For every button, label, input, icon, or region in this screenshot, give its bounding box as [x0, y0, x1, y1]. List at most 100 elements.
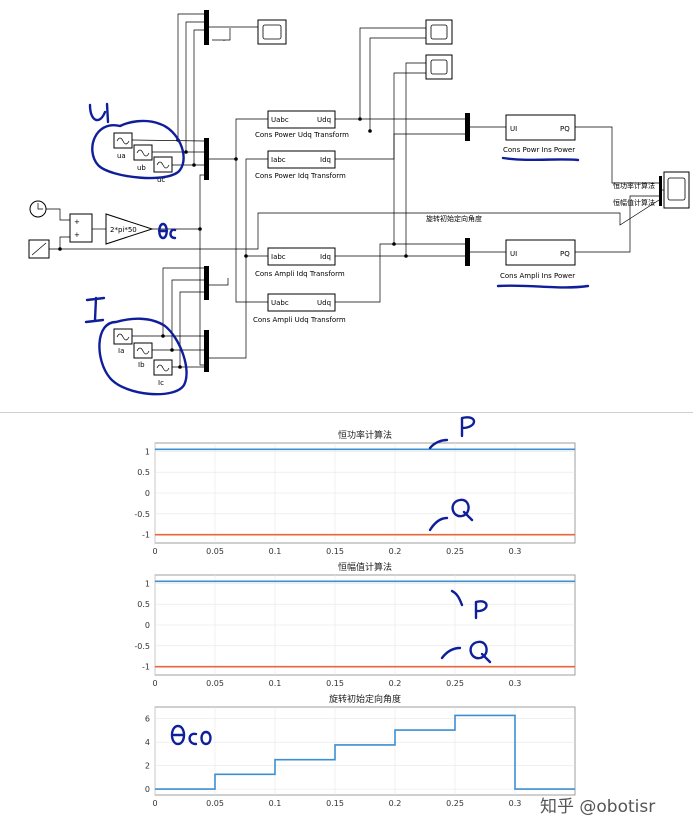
mux-top[interactable] [204, 10, 209, 45]
ink-underline-2 [496, 284, 590, 289]
ink-letter-i [84, 296, 106, 324]
mux-out[interactable] [659, 176, 662, 206]
port-out: Udq [317, 116, 331, 124]
mux-u[interactable] [204, 138, 209, 180]
x-tick-label: 0.1 [269, 679, 282, 688]
port-out: PQ [560, 250, 570, 258]
x-tick-label: 0.1 [269, 799, 282, 808]
y-tick-label: 4 [145, 738, 150, 747]
x-tick-label: 0.2 [389, 799, 402, 808]
y-tick-label: 0.5 [137, 468, 150, 477]
gain-label: 2*pi*50 [110, 226, 137, 234]
block-name: Cons Power Idq Transform [255, 172, 346, 180]
x-tick-label: 0.15 [326, 799, 344, 808]
block-name: Cons Ampli Idq Transform [255, 270, 345, 278]
chart-title: 恒功率计算法 [338, 429, 392, 441]
x-tick-label: 0.25 [446, 547, 464, 556]
signal-label-const-power: 恒功率计算法 [613, 181, 655, 190]
port-in: Iabc [271, 156, 286, 164]
gain-block[interactable]: 2*pi*50 [105, 213, 154, 245]
y-tick-label: 0.5 [137, 600, 150, 609]
chart-title: 旋转初始定向角度 [329, 693, 401, 705]
y-tick-label: -1 [142, 531, 150, 540]
y-tick-label: 6 [145, 715, 150, 724]
ink-letter-u [88, 102, 110, 124]
x-tick-label: 0.3 [509, 679, 522, 688]
port-out: Idq [320, 156, 331, 164]
x-tick-label: 0.1 [269, 547, 282, 556]
source-ua-label: ua [117, 152, 126, 160]
source-ib-label: Ib [138, 361, 145, 369]
x-tick-label: 0.05 [206, 799, 224, 808]
block-name: Cons Powr Ins Power [503, 146, 575, 154]
scope-top[interactable] [257, 19, 287, 45]
block-name: Cons Ampli Udq Transform [253, 316, 346, 324]
mux-ampli[interactable] [465, 238, 470, 266]
watermark: 知乎 @obotisr [540, 797, 656, 817]
simulink-diagram: ua ub uc Ia Ib Ic + + 2*pi [28, 10, 690, 396]
x-tick-label: 0.15 [326, 679, 344, 688]
source-uc-label: uc [157, 176, 165, 184]
port-in: Uabc [271, 299, 289, 307]
port-out: Udq [317, 299, 331, 307]
x-tick-label: 0 [152, 547, 157, 556]
source-ic[interactable]: Ic [153, 359, 173, 387]
block-cons-power-idq[interactable]: Iabc Idq Cons Power Idq Transform [255, 150, 346, 180]
x-tick-label: 0.05 [206, 547, 224, 556]
port-in: Uabc [271, 116, 289, 124]
y-tick-label: 0 [145, 621, 150, 630]
x-tick-label: 0 [152, 799, 157, 808]
port-in: Iabc [271, 253, 286, 261]
ink-circle-u [91, 119, 185, 180]
source-ua[interactable]: ua [113, 132, 133, 160]
mux-power[interactable] [465, 113, 470, 141]
sum-block[interactable]: + + [69, 213, 93, 243]
clock-icon[interactable] [29, 200, 47, 218]
block-cons-powr-ins-power[interactable]: UI PQ Cons Powr Ins Power [503, 114, 576, 154]
source-ib[interactable]: Ib [133, 342, 153, 369]
source-ia[interactable]: Ia [113, 328, 133, 355]
y-tick-label: -0.5 [134, 642, 150, 651]
block-cons-ampli-udq[interactable]: Uabc Udq Cons Ampli Udq Transform [253, 293, 346, 324]
scope-out[interactable] [663, 171, 690, 209]
y-tick-label: 0 [145, 489, 150, 498]
x-tick-label: 0.25 [446, 799, 464, 808]
y-tick-label: 0 [145, 785, 150, 794]
port-in: UI [510, 125, 517, 133]
source-uc[interactable]: uc [153, 156, 173, 184]
port-out: PQ [560, 125, 570, 133]
chart-title: 恒幅值计算法 [338, 561, 392, 573]
source-ia-label: Ia [118, 347, 124, 355]
charts-svg: 0 0.05 0.1 0.15 0.2 0.25 0.3 1 0.5 0 -0.5 -1 恒功率计算法 0… [134, 429, 576, 808]
x-tick-label: 0.25 [446, 679, 464, 688]
source-ub[interactable]: ub [133, 144, 153, 172]
source-ub-label: ub [137, 164, 146, 172]
y-tick-label: 1 [145, 579, 150, 588]
source-ic-label: Ic [158, 379, 164, 387]
mux-mid[interactable] [204, 266, 209, 300]
scope-power[interactable] [425, 19, 453, 45]
block-cons-ampli-ins-power[interactable]: UI PQ Cons Ampli Ins Power [500, 239, 576, 280]
ink-theta [157, 222, 177, 240]
block-cons-power-udq[interactable]: Uabc Udq Cons Power Udq Transform [255, 110, 349, 139]
series-line-0 [155, 714, 575, 790]
wires [46, 13, 664, 368]
port-in: UI [510, 250, 517, 258]
x-tick-label: 0.3 [509, 547, 522, 556]
block-cons-ampli-idq[interactable]: Iabc Idq Cons Ampli Idq Transform [255, 247, 345, 278]
signal-label-const-ampli: 恒幅值计算法 [613, 198, 655, 207]
ink-annotations [84, 102, 590, 396]
y-tick-label: 2 [145, 762, 150, 771]
y-tick-label: 1 [145, 447, 150, 456]
charts-area: 0 0.05 0.1 0.15 0.2 0.25 0.3 1 0.5 0 -0.5 -1 恒功率计算法 0… [0, 412, 693, 831]
mux-i[interactable] [204, 330, 209, 372]
block-name: Cons Ampli Ins Power [500, 272, 575, 280]
ramp-block[interactable] [28, 239, 50, 259]
ink-underline-1 [501, 156, 580, 162]
port-out: Idq [320, 253, 331, 261]
scope-ampli[interactable] [425, 54, 453, 80]
x-tick-label: 0.3 [509, 799, 522, 808]
x-tick-label: 0.15 [326, 547, 344, 556]
x-tick-label: 0.05 [206, 679, 224, 688]
y-tick-label: -1 [142, 663, 150, 672]
